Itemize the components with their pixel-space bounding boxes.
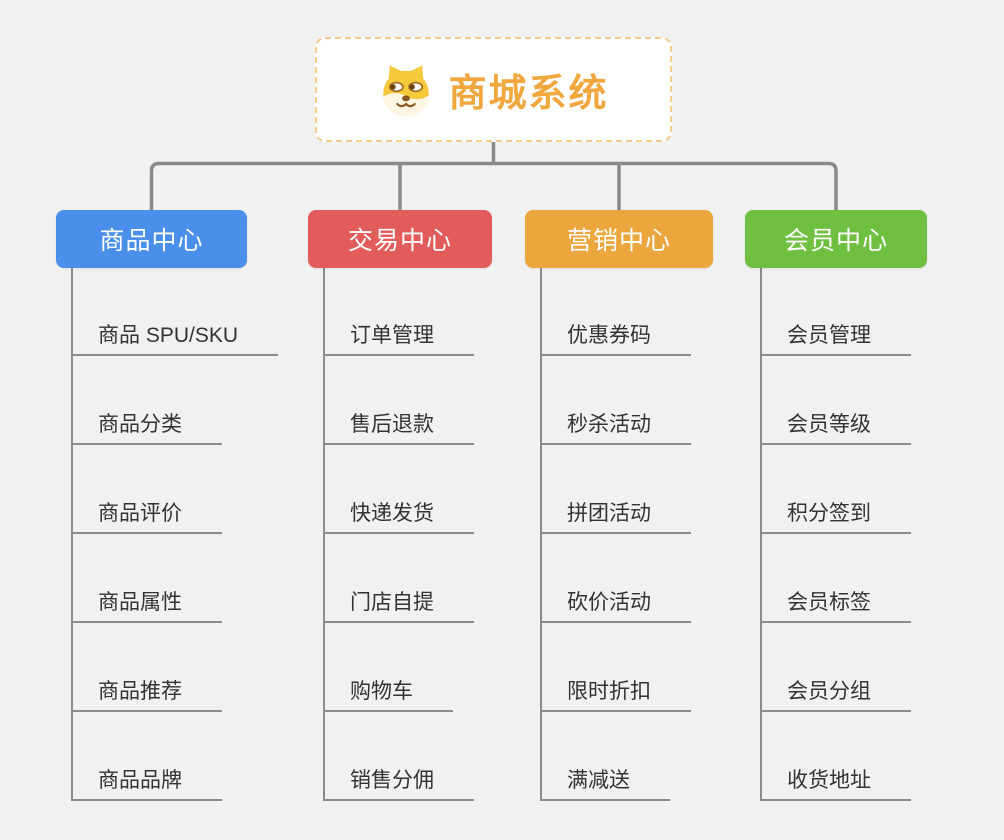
item-label[interactable]: 商品 SPU/SKU: [71, 322, 279, 356]
item-label[interactable]: 商品属性: [71, 589, 222, 623]
branch-node-product-center[interactable]: 商品中心: [56, 210, 247, 268]
item-label[interactable]: 限时折扣: [540, 678, 691, 712]
branch-node-marketing-center[interactable]: 营销中心: [525, 210, 713, 268]
item-label[interactable]: 会员管理: [760, 322, 911, 356]
item-label[interactable]: 会员标签: [760, 589, 911, 623]
item-label[interactable]: 会员分组: [760, 678, 911, 712]
item-label[interactable]: 拼团活动: [540, 500, 691, 534]
item-label[interactable]: 秒杀活动: [540, 411, 691, 445]
item-label[interactable]: 快递发货: [323, 500, 474, 534]
item-label[interactable]: 收货地址: [760, 767, 911, 801]
branch-label: 交易中心: [347, 227, 452, 255]
branch-label: 会员中心: [783, 227, 888, 255]
item-label[interactable]: 商品推荐: [71, 678, 222, 712]
item-label[interactable]: 商品分类: [71, 411, 222, 445]
branch-list-member: 会员管理 会员等级 积分签到 会员标签 会员分组 收货地址: [760, 267, 911, 801]
branch-list-marketing: 优惠券码 秒杀活动 拼团活动 砍价活动 限时折扣 满减送: [540, 267, 691, 801]
item-label[interactable]: 砍价活动: [540, 589, 691, 623]
item-label[interactable]: 门店自提: [323, 589, 474, 623]
branch-list-product: 商品 SPU/SKU 商品分类 商品评价 商品属性 商品推荐 商品品牌: [71, 267, 279, 801]
branch-list-trade: 订单管理 售后退款 快递发货 门店自提 购物车 销售分佣: [323, 267, 474, 801]
root-node[interactable]: 商城系统: [315, 37, 672, 142]
item-label[interactable]: 积分签到: [760, 500, 911, 534]
root-title: 商城系统: [448, 73, 609, 115]
item-label[interactable]: 售后退款: [323, 411, 474, 445]
item-label[interactable]: 购物车: [323, 678, 453, 712]
branch-node-trade-center[interactable]: 交易中心: [308, 210, 492, 268]
branch-label: 商品中心: [99, 227, 204, 255]
branch-node-member-center[interactable]: 会员中心: [745, 210, 927, 268]
item-label[interactable]: 销售分佣: [323, 767, 474, 801]
item-label[interactable]: 商品品牌: [71, 767, 222, 801]
dog-face-icon: [378, 62, 434, 118]
item-label[interactable]: 订单管理: [323, 322, 474, 356]
branch-label: 营销中心: [566, 227, 671, 255]
item-label[interactable]: 会员等级: [760, 411, 911, 445]
item-label[interactable]: 商品评价: [71, 500, 222, 534]
item-label[interactable]: 满减送: [540, 767, 670, 801]
item-label[interactable]: 优惠券码: [540, 322, 691, 356]
